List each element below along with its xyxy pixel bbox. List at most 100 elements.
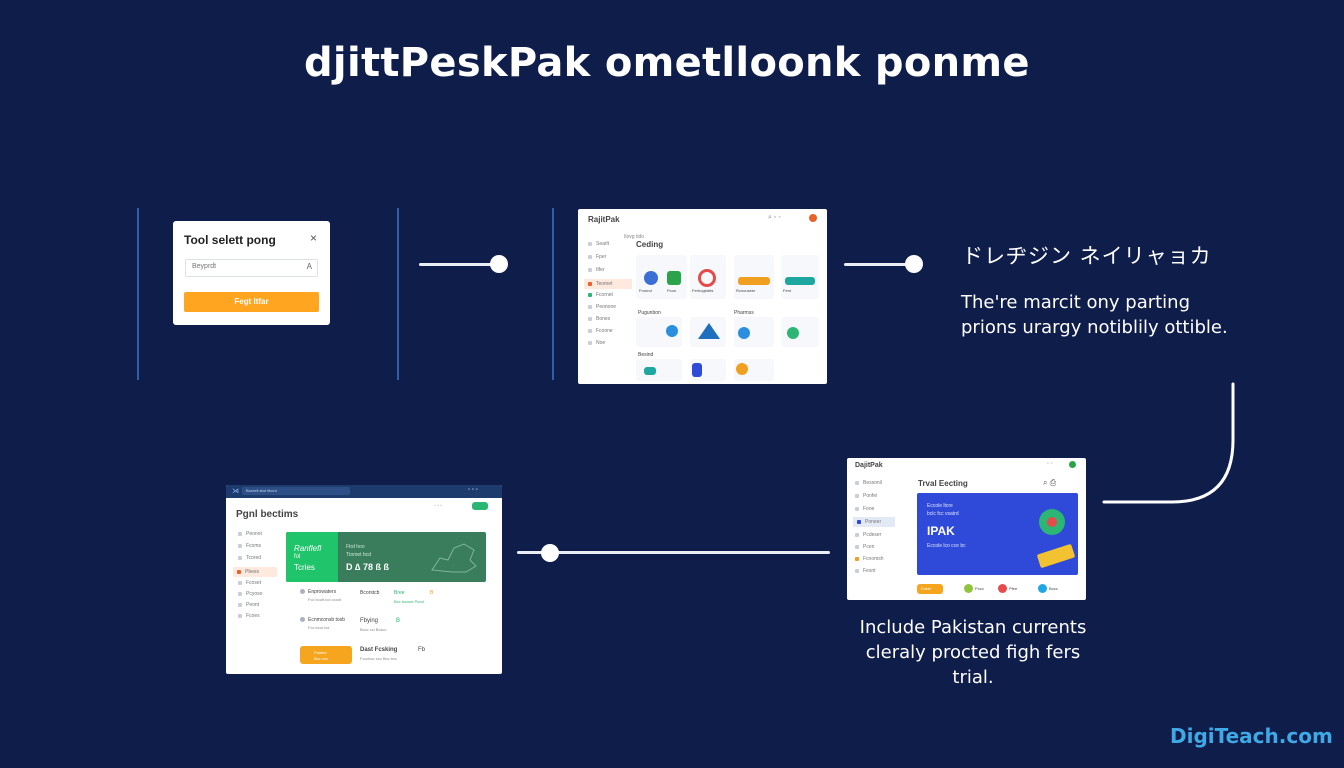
badge-icon bbox=[1039, 509, 1065, 535]
tool-tile[interactable]: Rcnouseer bbox=[734, 255, 774, 299]
sidebar-item[interactable]: Noe bbox=[588, 340, 605, 346]
map-outline-icon bbox=[431, 543, 477, 573]
page-title: djittPeskPak ometlloonk ponme bbox=[304, 40, 1030, 86]
connector-node bbox=[541, 544, 559, 562]
subtitle: Ilovg tido bbox=[624, 234, 645, 240]
divider-line bbox=[397, 208, 399, 380]
sidebar-item[interactable]: Searlt bbox=[588, 241, 609, 247]
row-label: Ecnmconsb tosb bbox=[308, 617, 345, 623]
avatar[interactable] bbox=[1069, 461, 1076, 468]
row-value: Bcorstcb bbox=[360, 590, 380, 596]
tool-logo-icon bbox=[667, 271, 681, 285]
tool-logo-icon bbox=[644, 367, 656, 375]
sidebar-item[interactable]: Fper bbox=[588, 254, 606, 260]
tool-tile[interactable] bbox=[636, 317, 682, 347]
group-label: Besind bbox=[638, 352, 654, 358]
curved-connector bbox=[1102, 382, 1235, 504]
sidebar-item[interactable]: Fcoone bbox=[588, 328, 613, 334]
row-caption: Fcc bcot lcd bbox=[308, 625, 330, 630]
sidebar-item[interactable]: Fcoes bbox=[238, 613, 260, 619]
chip-label: Pocc bbox=[975, 586, 984, 591]
tool-tile[interactable] bbox=[781, 317, 819, 347]
status-pill[interactable] bbox=[472, 502, 488, 510]
sidebar-item[interactable]: Peonone bbox=[588, 304, 616, 310]
section-title: Pgnl bectims bbox=[236, 509, 299, 520]
tool-tile[interactable] bbox=[734, 317, 774, 347]
banner-caption: bclc fcc vsatrd bbox=[927, 511, 959, 517]
connector-line bbox=[844, 263, 914, 266]
app-logo-icon: ⋊ bbox=[232, 488, 239, 495]
search-icon[interactable]: ⌕ ⎙ bbox=[1043, 478, 1057, 487]
ticket-icon bbox=[1036, 543, 1076, 569]
row-caption: Bccc ccl Bcscc bbox=[360, 627, 387, 632]
chip-label: Pfee bbox=[1009, 586, 1018, 591]
sidebar-item[interactable]: Peonot bbox=[238, 531, 262, 537]
toolbar-icons: ◦ ◦ bbox=[1047, 461, 1053, 467]
row-tag: B bbox=[430, 590, 434, 596]
chip-button[interactable]: Foeel bbox=[917, 584, 943, 594]
tool-logo-icon bbox=[666, 325, 678, 337]
promo-banner: Ranflefl fol Tcries Ftrd hoo Ttomet bcd … bbox=[286, 532, 486, 582]
tool-logo-icon bbox=[692, 363, 702, 377]
sidebar-item-active[interactable]: Poneer bbox=[853, 517, 895, 527]
tool-search-input[interactable]: Beyprdt A bbox=[185, 259, 318, 277]
step-description: The're marcit ony parting prions urargy … bbox=[961, 292, 1228, 338]
step-heading: ドレヂジン ネイリャョカ bbox=[962, 244, 1212, 268]
divider-line bbox=[552, 208, 554, 380]
sidebar-item[interactable]: Ponfei bbox=[855, 493, 877, 499]
avatar[interactable] bbox=[809, 214, 817, 222]
tool-logo-icon bbox=[644, 271, 658, 285]
cta-caption: Bcc ccc bbox=[314, 656, 328, 661]
sidebar-item[interactable]: Peont bbox=[238, 602, 259, 608]
sidebar-item[interactable]: Fcoset bbox=[238, 580, 261, 586]
tool-logo-icon bbox=[738, 327, 750, 339]
brand-logo[interactable]: DigiTeach.com bbox=[1170, 724, 1333, 748]
sidebar-item[interactable]: Pcyoso bbox=[238, 591, 262, 597]
sidebar-item[interactable]: Pcdeser bbox=[855, 532, 881, 538]
close-icon[interactable]: × bbox=[310, 231, 318, 245]
banner-caption: Eccole lco cce bc bbox=[927, 543, 966, 549]
primary-button[interactable]: Fegt Itfar bbox=[184, 292, 319, 312]
sidebar-item-active[interactable]: Teomet bbox=[584, 279, 632, 289]
sidebar-item[interactable]: Itfer bbox=[588, 267, 605, 273]
mountain-icon bbox=[698, 323, 720, 339]
tool-tile[interactable] bbox=[690, 317, 726, 347]
window-controls-icon[interactable]: ▫ ▫ ▫ bbox=[468, 487, 478, 493]
cta-button[interactable]: Faotno Bcc ccc bbox=[300, 646, 352, 664]
bectims-window: ⋊ Bcenrtl sbd Itkcnt ▫ ▫ ▫ Pgnl bectims … bbox=[226, 485, 502, 674]
tool-tile[interactable] bbox=[636, 359, 682, 381]
toolbar-icons: ◦ ▫ ▫ bbox=[434, 503, 443, 509]
sidebar-item[interactable]: Fcoms bbox=[238, 543, 261, 549]
sidebar-item[interactable]: Bones bbox=[588, 316, 610, 322]
tool-tile[interactable]: Fent bbox=[781, 255, 819, 299]
dashboard-window: RajitPak ⌕ ◦ ◦ Ilovg tido Ceding Searlt … bbox=[578, 209, 827, 384]
sidebar-item[interactable]: Bessonil bbox=[855, 480, 882, 486]
row-value: B bbox=[396, 618, 401, 624]
row-label: Fbying bbox=[360, 618, 379, 624]
sidebar-item[interactable]: Fcornet bbox=[588, 292, 613, 298]
tool-logo-icon bbox=[787, 327, 799, 339]
sidebar-item[interactable]: Tcored bbox=[238, 555, 261, 561]
tool-logo-icon bbox=[698, 269, 716, 287]
tool-tile[interactable]: Fronnd bbox=[636, 255, 668, 299]
section-title: Ceding bbox=[636, 240, 664, 249]
tool-tile[interactable] bbox=[690, 359, 726, 381]
chip-icon bbox=[1038, 584, 1047, 593]
tool-tile[interactable]: Pcon bbox=[665, 255, 687, 299]
sidebar-item[interactable]: Pcen bbox=[855, 544, 874, 550]
section-title: Trval Eecting bbox=[918, 479, 968, 488]
sidebar-item[interactable]: Fcnomsh bbox=[855, 556, 884, 562]
sidebar-item-active[interactable]: Pbees bbox=[233, 567, 277, 577]
row-label: Dast Fcsking bbox=[360, 647, 398, 653]
chip-icon bbox=[998, 584, 1007, 593]
connector-line bbox=[517, 551, 830, 554]
tool-tile[interactable] bbox=[734, 359, 774, 381]
chip-icon bbox=[964, 584, 973, 593]
connector-line bbox=[419, 263, 499, 266]
search-input[interactable]: Bcenrtl sbd Itkcnt bbox=[242, 487, 350, 495]
sidebar-item[interactable]: Fooe bbox=[855, 506, 874, 512]
sidebar-item[interactable]: Fesnt bbox=[855, 568, 876, 574]
step-description: Include Pakistan currents cleraly procte… bbox=[859, 617, 1087, 688]
tool-tile[interactable]: Ferhogtobts bbox=[690, 255, 726, 299]
tool-logo-icon bbox=[738, 277, 770, 285]
